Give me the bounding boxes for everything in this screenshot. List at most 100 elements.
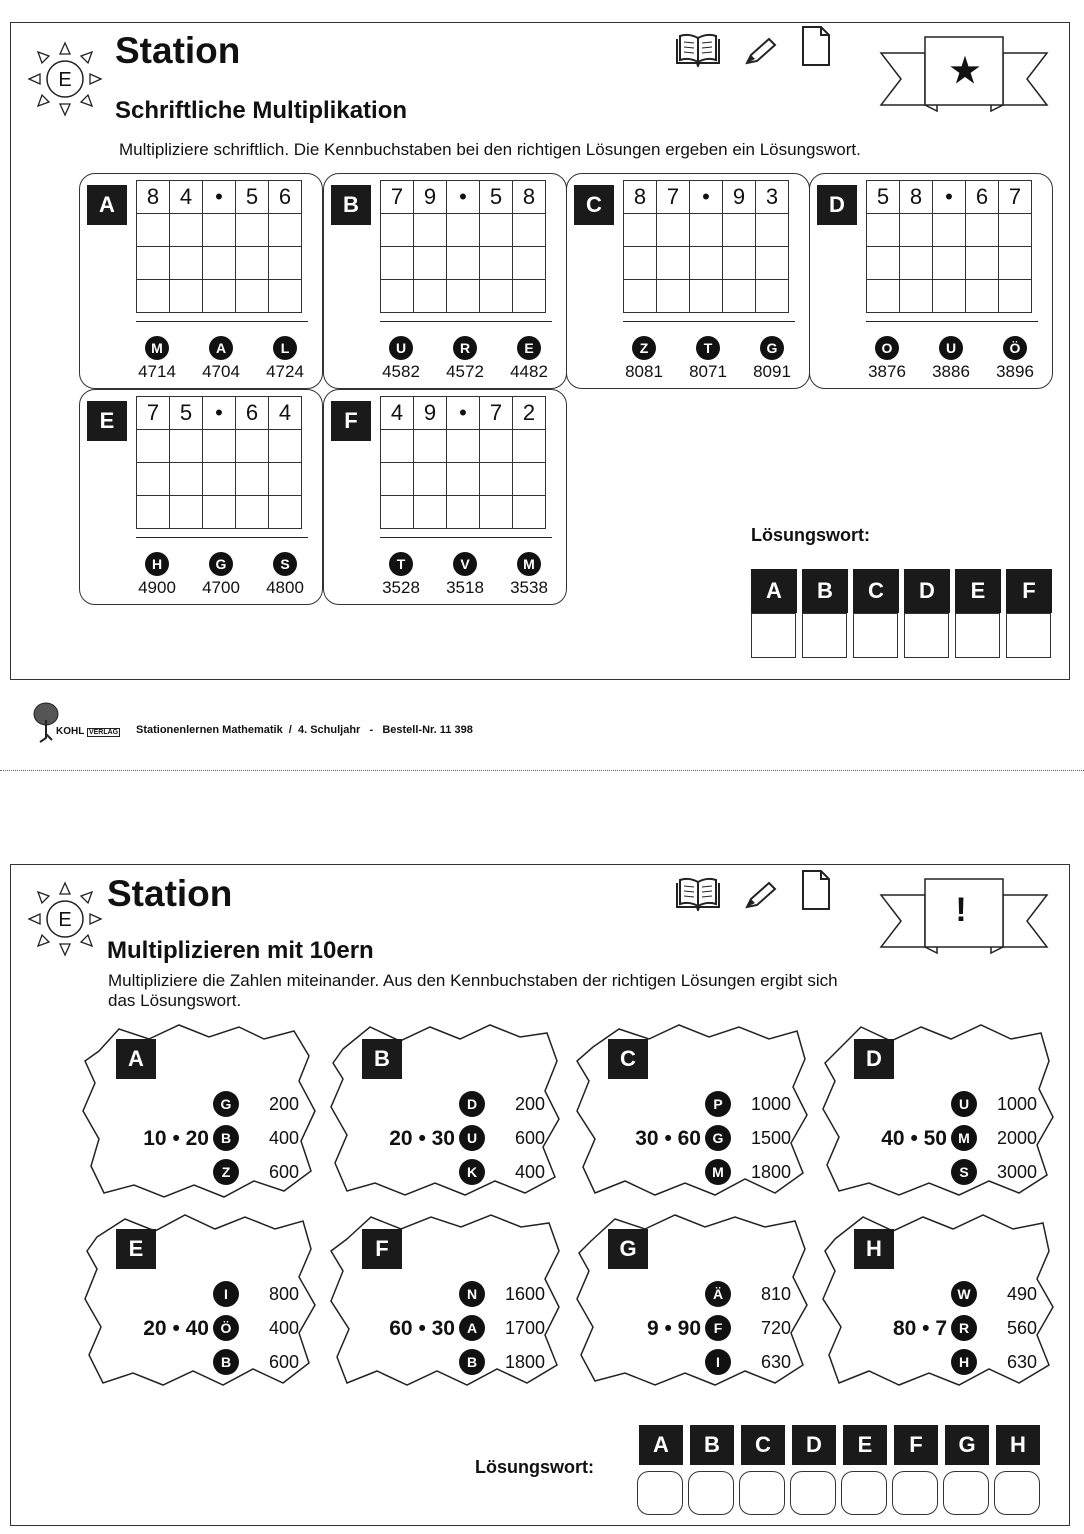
result-line <box>380 321 552 322</box>
instruction-text-1: Multipliziere die Zahlen miteinander. Au… <box>108 971 838 990</box>
solution-box[interactable] <box>790 1471 836 1515</box>
option-value: 3528 <box>382 578 420 597</box>
result-line <box>623 321 795 322</box>
solution-head-g: G <box>945 1425 989 1465</box>
solution-box[interactable] <box>751 613 796 658</box>
option-3[interactable]: I 630 <box>705 1349 791 1375</box>
solution-label: Lösungswort: <box>751 525 870 545</box>
option-value: 8071 <box>689 362 727 381</box>
option-letter: B <box>213 1125 239 1151</box>
solution-box[interactable] <box>904 613 949 658</box>
option-value: 3000 <box>996 1161 1037 1182</box>
option-letter: G <box>213 1091 239 1117</box>
option-letter: I <box>213 1281 239 1307</box>
option-value: 1600 <box>504 1283 545 1304</box>
task-expression: 60 • 30 <box>389 1317 455 1340</box>
solution-box[interactable] <box>853 613 898 658</box>
solution-box[interactable] <box>955 613 1000 658</box>
pencil-icon <box>745 37 777 65</box>
task-label: E <box>116 1229 156 1269</box>
solution-box[interactable] <box>892 1471 938 1515</box>
solution-box[interactable] <box>739 1471 785 1515</box>
tree-logo-icon <box>33 702 59 743</box>
instruction-text: Multipliziere schriftlich. Die Kennbuchs… <box>119 140 861 159</box>
option-letter: G <box>705 1125 731 1151</box>
solution-box[interactable] <box>802 613 847 658</box>
solution-box[interactable] <box>1006 613 1051 658</box>
option-value: 4700 <box>202 578 240 597</box>
solution-head-c: C <box>853 569 899 613</box>
solution-box[interactable] <box>841 1471 887 1515</box>
solution-box[interactable] <box>637 1471 683 1515</box>
instruction-text-2: das Lösungswort. <box>108 991 242 1010</box>
option-letter: I <box>705 1349 731 1375</box>
option-value: 1800 <box>750 1161 791 1182</box>
option-value: 630 <box>1006 1351 1037 1372</box>
logo-sub: VERLAG <box>86 728 121 737</box>
station-title: Station <box>115 30 241 71</box>
result-line <box>136 537 308 538</box>
option-letter: B <box>213 1349 239 1375</box>
logo-text: KOHL <box>56 726 85 737</box>
option-letter: S <box>273 552 297 576</box>
option-letter: A <box>459 1315 485 1341</box>
pencil-icon <box>745 881 777 909</box>
option-value: 4900 <box>138 578 176 597</box>
option-value: 630 <box>760 1351 791 1372</box>
solution-head-b: B <box>690 1425 734 1465</box>
option-value: 4704 <box>202 362 240 381</box>
solution-box[interactable] <box>688 1471 734 1515</box>
solution-box[interactable] <box>994 1471 1040 1515</box>
solution-box[interactable] <box>943 1471 989 1515</box>
